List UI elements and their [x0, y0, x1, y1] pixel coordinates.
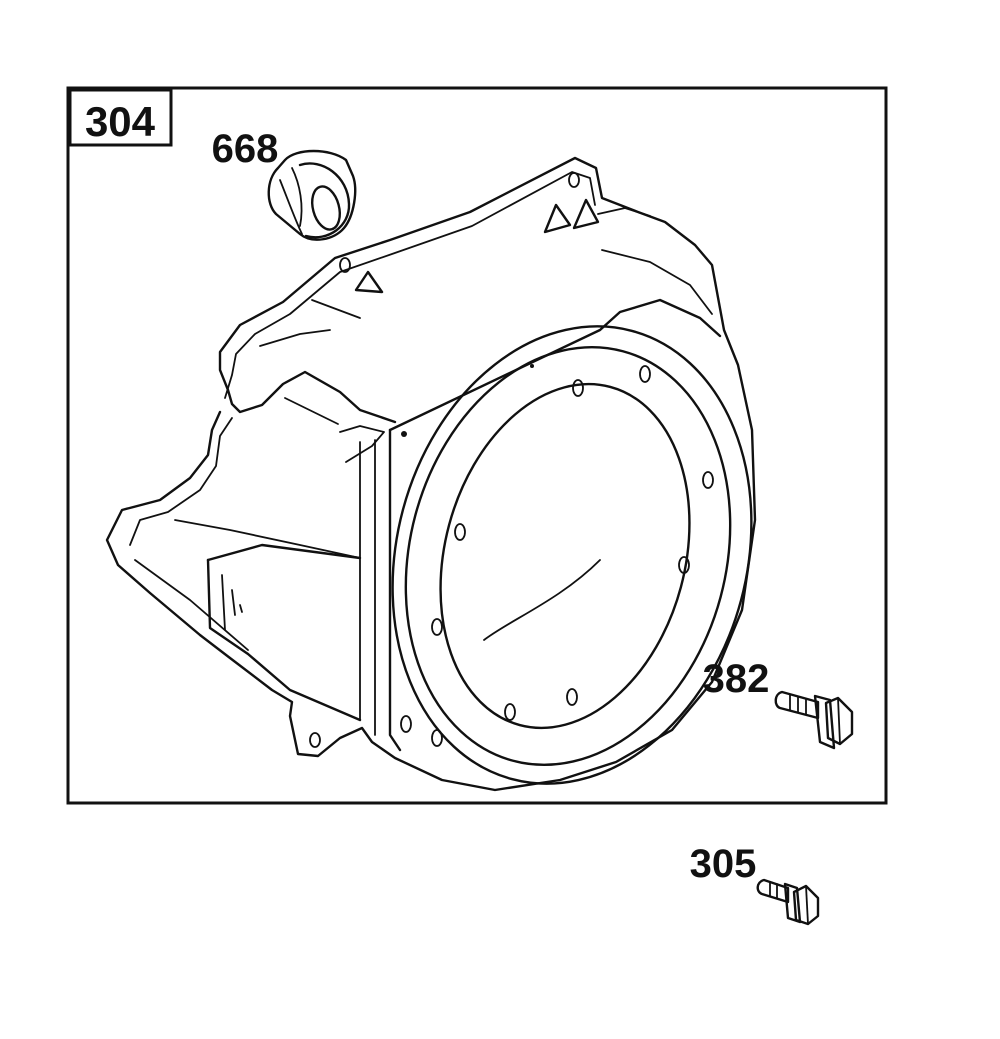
- assembly-callout: 304: [85, 98, 156, 145]
- screw-part-382[interactable]: 382: [703, 657, 854, 750]
- grommet-drawing: [267, 149, 357, 241]
- screw-382-drawing: [774, 690, 854, 750]
- assembly-frame: 304: [66, 86, 888, 805]
- grommet-part[interactable]: 668: [212, 127, 357, 241]
- screw-305-callout: 305: [690, 842, 757, 886]
- screw-382-callout: 382: [703, 657, 770, 701]
- screw-part-305[interactable]: 305: [690, 842, 820, 926]
- blower-housing: [105, 156, 757, 792]
- grommet-callout: 668: [212, 127, 279, 171]
- screw-305-drawing: [756, 878, 820, 926]
- assembly-callout-box: [68, 88, 173, 147]
